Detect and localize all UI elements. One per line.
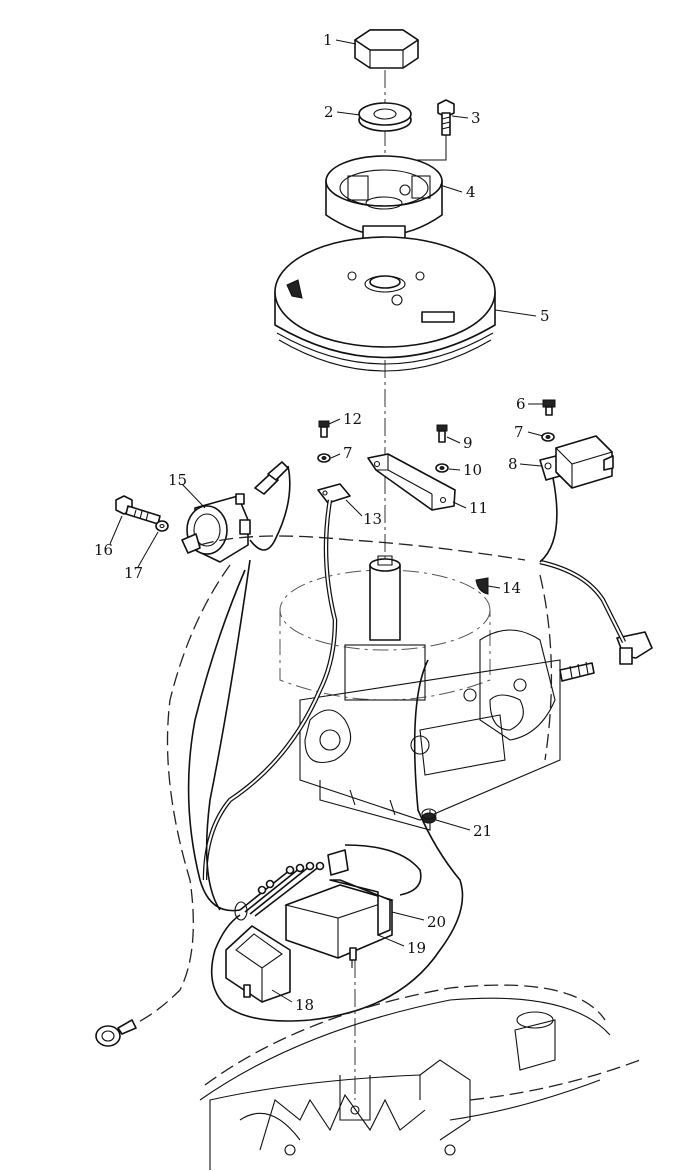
screw-12 xyxy=(318,420,330,438)
callout-6: 6 xyxy=(516,395,526,413)
engine-block xyxy=(279,555,595,831)
ignition-module xyxy=(539,435,614,489)
ground-lead xyxy=(205,559,251,911)
high-tension-lead xyxy=(539,559,627,644)
ring-terminal xyxy=(95,1019,137,1047)
dashed-lead-right xyxy=(539,574,553,761)
callout-20: 20 xyxy=(427,913,446,931)
washer xyxy=(358,102,412,132)
grommet xyxy=(421,808,437,824)
dashed-lead-top xyxy=(199,535,526,561)
callout-18: 18 xyxy=(295,996,314,1014)
flywheel xyxy=(274,236,496,372)
callout-17: 17 xyxy=(124,564,143,582)
callout-13: 13 xyxy=(363,510,382,528)
connector-plug xyxy=(254,461,289,495)
woodruff-key xyxy=(475,577,489,595)
callout-8: 8 xyxy=(508,455,518,473)
callout-5: 5 xyxy=(540,307,550,325)
harness-loop xyxy=(210,659,464,1022)
callout-10: 10 xyxy=(463,461,482,479)
callout-7-left: 7 xyxy=(343,444,353,462)
rectifier xyxy=(225,925,291,1003)
stop-switch xyxy=(181,493,251,563)
callout-15: 15 xyxy=(168,471,187,489)
callout-11: 11 xyxy=(469,499,488,517)
callout-3: 3 xyxy=(471,109,481,127)
spark-plug-cap xyxy=(616,631,653,665)
callout-7-right: 7 xyxy=(514,423,524,441)
callout-4: 4 xyxy=(466,183,476,201)
harness-connectors xyxy=(234,849,349,921)
callout-2: 2 xyxy=(324,103,334,121)
leader-lines xyxy=(109,39,544,1003)
cdi-unit xyxy=(284,879,394,968)
connector-lead xyxy=(249,465,291,551)
callout-9: 9 xyxy=(463,434,473,452)
bolt xyxy=(437,99,455,136)
module-lead xyxy=(539,477,558,563)
callout-21: 21 xyxy=(473,822,492,840)
washer-10 xyxy=(435,463,449,473)
stop-switch-lead xyxy=(187,569,246,912)
callout-19: 19 xyxy=(407,939,426,957)
callout-12: 12 xyxy=(343,410,362,428)
callout-16: 16 xyxy=(94,541,113,559)
callout-1: 1 xyxy=(323,31,333,49)
switch-bolt xyxy=(115,495,161,525)
dashed-lead-left xyxy=(119,564,231,1031)
switch-washer xyxy=(155,520,169,532)
washer-7 xyxy=(317,453,331,463)
coil-bracket xyxy=(367,453,456,511)
callout-14: 14 xyxy=(502,579,521,597)
harness-loop-2 xyxy=(344,844,422,896)
washer-right xyxy=(541,432,555,442)
lower-cowling xyxy=(199,984,641,1170)
screw-9 xyxy=(436,424,448,443)
hex-nut xyxy=(354,29,419,69)
wire-clamp xyxy=(317,483,351,504)
callout-labels: 1 2 3 4 5 6 7 8 9 10 11 12 7 13 14 15 16… xyxy=(94,31,550,1014)
screw-right xyxy=(542,399,556,416)
